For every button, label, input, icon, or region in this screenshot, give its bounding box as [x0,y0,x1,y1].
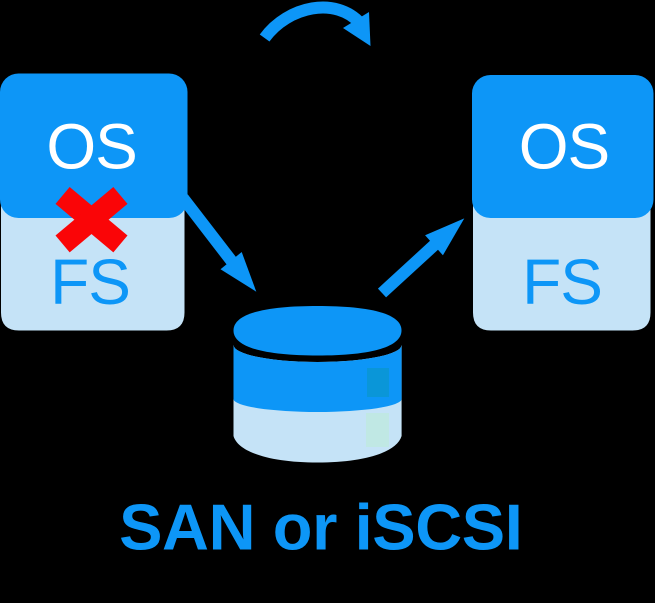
svg-text:OS: OS [46,111,136,183]
svg-text:OS: OS [519,111,609,183]
svg-text:SAN or iSCSI: SAN or iSCSI [119,491,522,564]
svg-text:FS: FS [522,246,602,318]
svg-text:FS: FS [50,246,130,318]
